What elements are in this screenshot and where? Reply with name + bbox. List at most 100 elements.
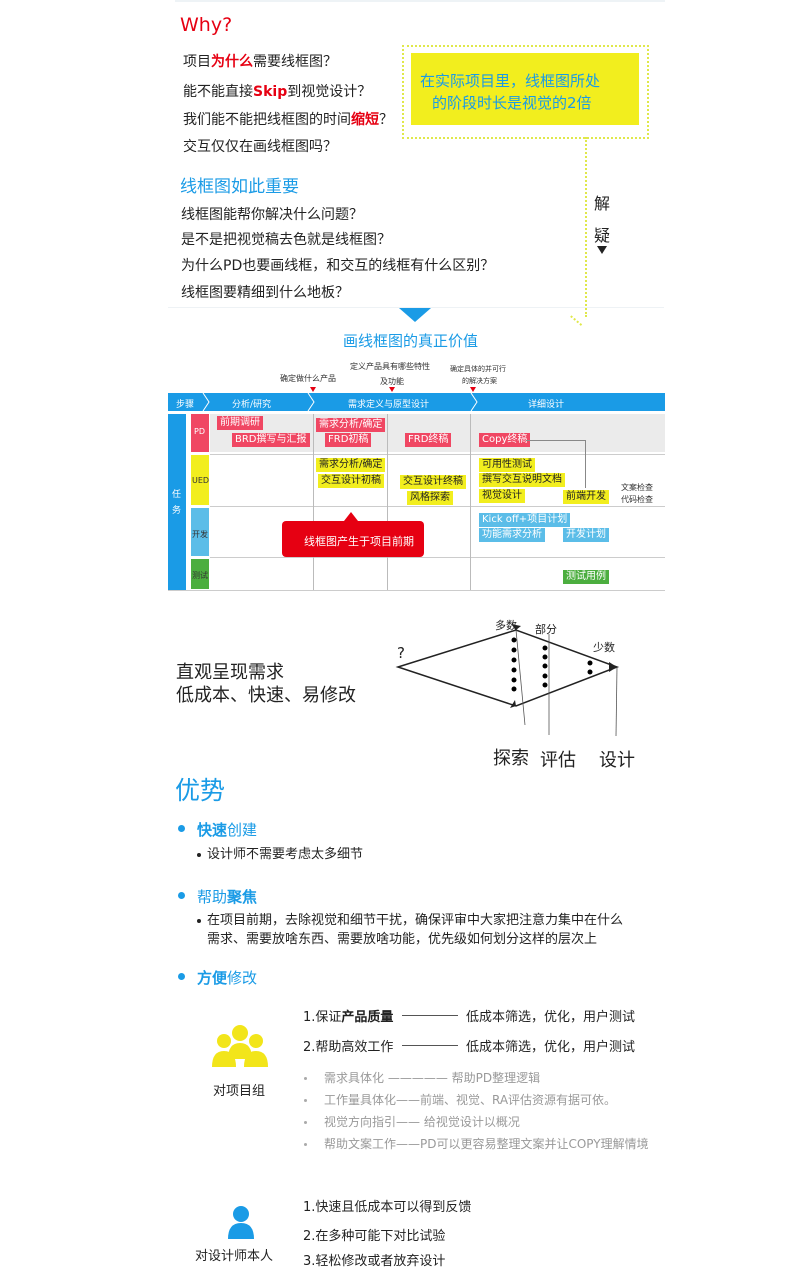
important-item-4: 线框图要精细到什么地板？	[181, 285, 349, 301]
value-title: 画线框图的真正价值	[343, 332, 479, 350]
side-label-2: 疑	[594, 226, 611, 245]
ued-tag-docs: 撰写交互说明文档	[479, 473, 565, 487]
designer-icon	[228, 1206, 254, 1239]
advantage-1-text: 设计师不需要考虑太多细节	[207, 847, 364, 862]
team-item-1: 1.保证产品质量	[303, 1010, 394, 1025]
pd-tag-frd-draft: FRD初稿	[325, 433, 372, 447]
important-item-2: 是不是把视觉稿去色就是线框图？	[181, 232, 391, 248]
grid-hline-3	[210, 557, 665, 558]
task-label-2: 务	[172, 506, 182, 516]
designer-item-1: 1.快速且低成本可以得到反馈	[303, 1200, 472, 1215]
ued-tag-visual: 视觉设计	[479, 489, 525, 503]
team-gray-dot-4	[304, 1143, 307, 1146]
advantage-1-dot	[197, 853, 201, 857]
ued-tag-final: 交互设计终稿	[400, 475, 466, 489]
diamond-bottom-design: 设计	[599, 750, 635, 771]
why-question-3: 我们能不能把线框图的时间缩短？	[183, 112, 393, 128]
copy-connector-down	[585, 440, 586, 488]
why-title: Why?	[180, 14, 233, 36]
top-divider	[175, 0, 665, 2]
advantage-2-text-2: 需求、需要放啥东西、需要放啥功能，优先级如何划分这样的层次上	[207, 932, 598, 947]
team-gray-1: 需求具体化 ————— 帮助PD整理逻辑	[324, 1071, 541, 1085]
note-marker-3	[470, 387, 476, 392]
value-note-2: 定义产品具有哪些特性	[350, 362, 430, 371]
ued-tag-draft: 交互设计初稿	[318, 474, 384, 488]
team-item-2-right: 低成本筛选，优化，用户测试	[466, 1040, 636, 1055]
value-note-3: 及功能	[380, 377, 404, 386]
test-tag-cases: 测试用例	[563, 570, 609, 584]
important-item-3: 为什么PD也要画线框，和交互的线框有什么区别？	[181, 258, 495, 274]
callout-box	[411, 53, 639, 125]
diamond-top-most: 多数	[495, 619, 517, 632]
dev-tag-analysis: 功能需求分析	[479, 528, 545, 542]
team-item-1-right: 低成本筛选，优化，用户测试	[466, 1010, 636, 1025]
designer-label: 对设计师本人	[195, 1249, 274, 1264]
advantage-1-heading: 快速创建	[197, 821, 258, 839]
red-callout-text: 线框图产生于项目前期	[304, 535, 414, 548]
ued-tag-requirement: 需求分析/确定	[316, 458, 386, 472]
pd-tag-copy-final: Copy终稿	[479, 433, 531, 447]
grid-vline-2	[387, 414, 388, 590]
task-label-1: 任	[172, 490, 182, 500]
pd-tag-requirement: 需求分析/确定	[316, 418, 386, 432]
grid-hline-4	[168, 590, 665, 591]
step-detail: 详细设计	[528, 400, 565, 410]
callout-line-1: 在实际项目里，线框图所处	[420, 72, 601, 90]
advantages-title: 优势	[175, 776, 226, 805]
ued-side-note-1: 文案检查	[621, 483, 653, 492]
side-label-1: 解	[594, 194, 611, 213]
team-gray-2: 工作量具体化——前端、视觉、RA评估资源有据可依。	[324, 1093, 617, 1107]
grid-vline-3	[470, 414, 471, 590]
role-ued	[191, 455, 209, 505]
diamond-top-some: 部分	[535, 623, 557, 636]
value-note-1: 确定做什么产品	[280, 374, 336, 383]
advantage-2-bullet	[178, 892, 185, 899]
why-question-4: 交互仅仅在画线框图吗？	[183, 139, 337, 155]
side-arrow-icon	[597, 246, 607, 254]
dev-tag-kickoff: Kick off+项目计划	[479, 513, 571, 527]
ued-tag-frontend: 前端开发	[563, 490, 609, 504]
ued-tag-style: 风格探索	[407, 491, 453, 505]
grid-hline-1	[210, 454, 665, 455]
divider-arrow-icon	[399, 308, 431, 322]
why-question-2: 能不能直接Skip到视觉设计？	[183, 84, 372, 100]
important-title: 线框图如此重要	[180, 177, 299, 197]
advantage-3-bullet	[178, 973, 185, 980]
designer-item-3: 3.轻松修改或者放弃设计	[303, 1254, 446, 1269]
step-definition: 需求定义与原型设计	[348, 400, 430, 410]
ued-tag-usability: 可用性测试	[479, 458, 535, 472]
advantage-2-dot	[197, 919, 201, 923]
step-analysis: 分析/研究	[232, 400, 272, 410]
step-label: 步骤	[176, 400, 195, 410]
task-label-bar	[168, 414, 186, 590]
role-pd-label: PD	[194, 427, 205, 436]
pd-tag-research: 前期调研	[217, 416, 263, 430]
role-pd	[191, 414, 209, 452]
pd-tag-brd: BRD撰写与汇报	[232, 433, 310, 447]
role-dev	[191, 508, 209, 556]
team-icon	[212, 1025, 268, 1067]
section-divider	[168, 307, 664, 308]
grid-vline-1	[313, 414, 314, 590]
red-callout	[282, 521, 424, 557]
diamond-diagram	[395, 624, 620, 737]
role-test-label: 测试	[192, 571, 208, 580]
dotted-connector	[585, 137, 587, 317]
grid-hline-2	[210, 506, 665, 507]
diamond-bottom-explore: 探索	[493, 748, 529, 769]
callout-line-2: 的阶段时长是视觉的2倍	[432, 94, 592, 112]
team-label: 对项目组	[213, 1084, 266, 1099]
why-question-1: 项目为什么需要线框图？	[183, 54, 337, 70]
team-gray-dot-2	[304, 1099, 307, 1102]
callout-outer	[402, 45, 649, 139]
advantage-2-heading: 帮助聚焦	[197, 888, 258, 906]
team-item-2-line	[402, 1045, 458, 1046]
diamond-bottom-evaluate: 评估	[540, 750, 576, 771]
steps-bar	[168, 393, 665, 411]
role-test	[191, 559, 209, 589]
note-marker-1	[310, 387, 316, 392]
diamond-question: ?	[397, 644, 405, 662]
important-item-1: 线框图能帮你解决什么问题？	[181, 207, 363, 223]
team-gray-dot-1	[304, 1077, 307, 1080]
red-callout-pointer	[344, 512, 358, 521]
